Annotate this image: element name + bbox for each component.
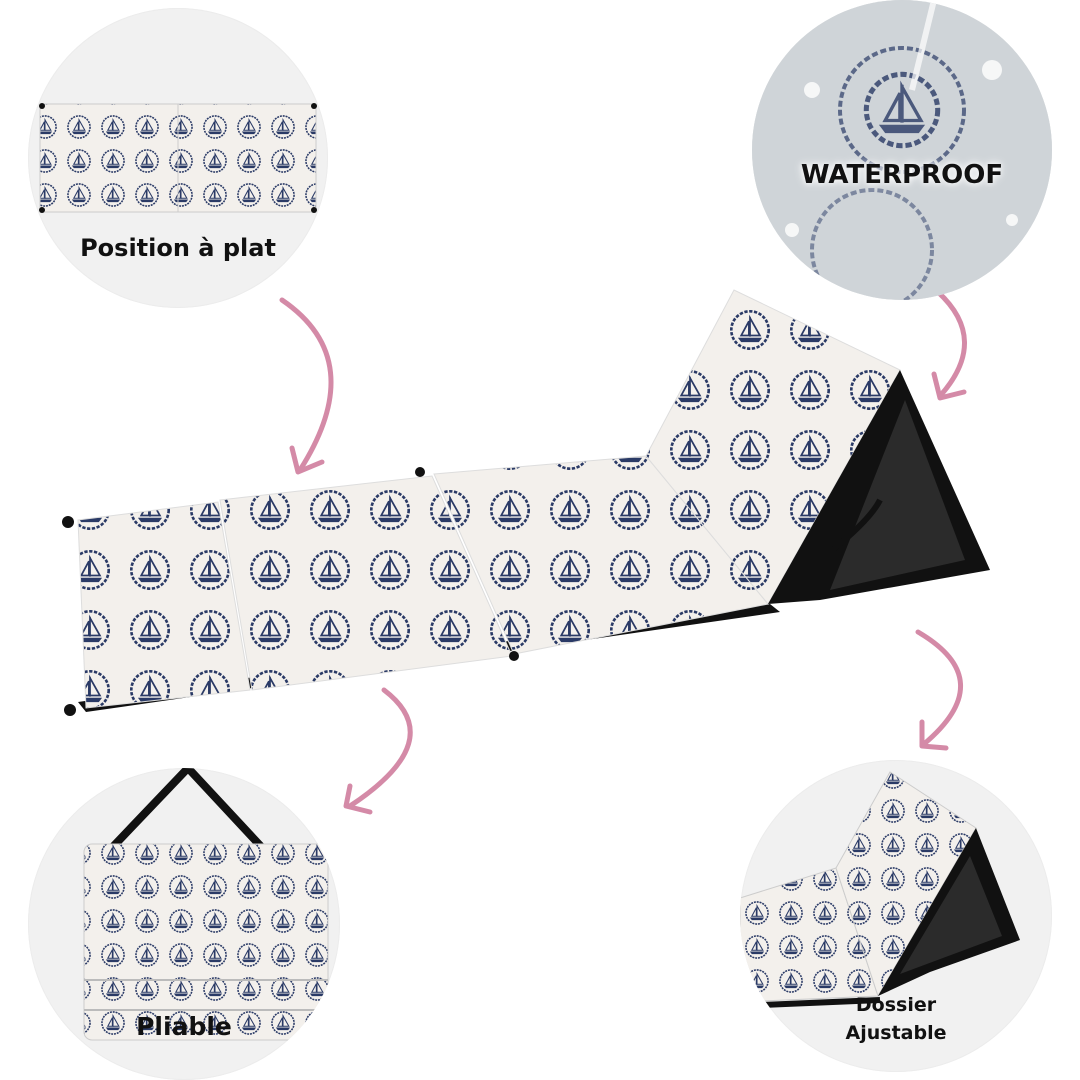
curved-arrow-icon (931, 289, 967, 401)
curved-arrow-icon (279, 297, 334, 475)
feature-label-backrest-line2: Ajustable (845, 1022, 947, 1044)
feature-circle-foldable: Pliable (28, 768, 340, 1080)
feature-circle-waterproof: WATERPROOF (752, 0, 1052, 300)
curved-arrow-icon (915, 629, 963, 751)
feature-label-waterproof: WATERPROOF (800, 160, 1004, 190)
folded-mat-image (83, 768, 329, 1041)
feature-label-foldable: Pliable (136, 1012, 232, 1041)
feature-circle-flat: Position à plat (28, 8, 328, 308)
backrest-image (740, 771, 1020, 1009)
main-lounger (62, 289, 990, 716)
feature-circle-backrest: Dossier Ajustable (740, 760, 1052, 1072)
curved-arrow-icon (343, 687, 413, 815)
flat-mat-image (39, 103, 317, 213)
feature-label-flat: Position à plat (80, 234, 276, 262)
feature-label-backrest-line1: Dossier (855, 994, 937, 1016)
mat-panel-1 (77, 501, 251, 709)
water-drops-image (752, 0, 1052, 300)
